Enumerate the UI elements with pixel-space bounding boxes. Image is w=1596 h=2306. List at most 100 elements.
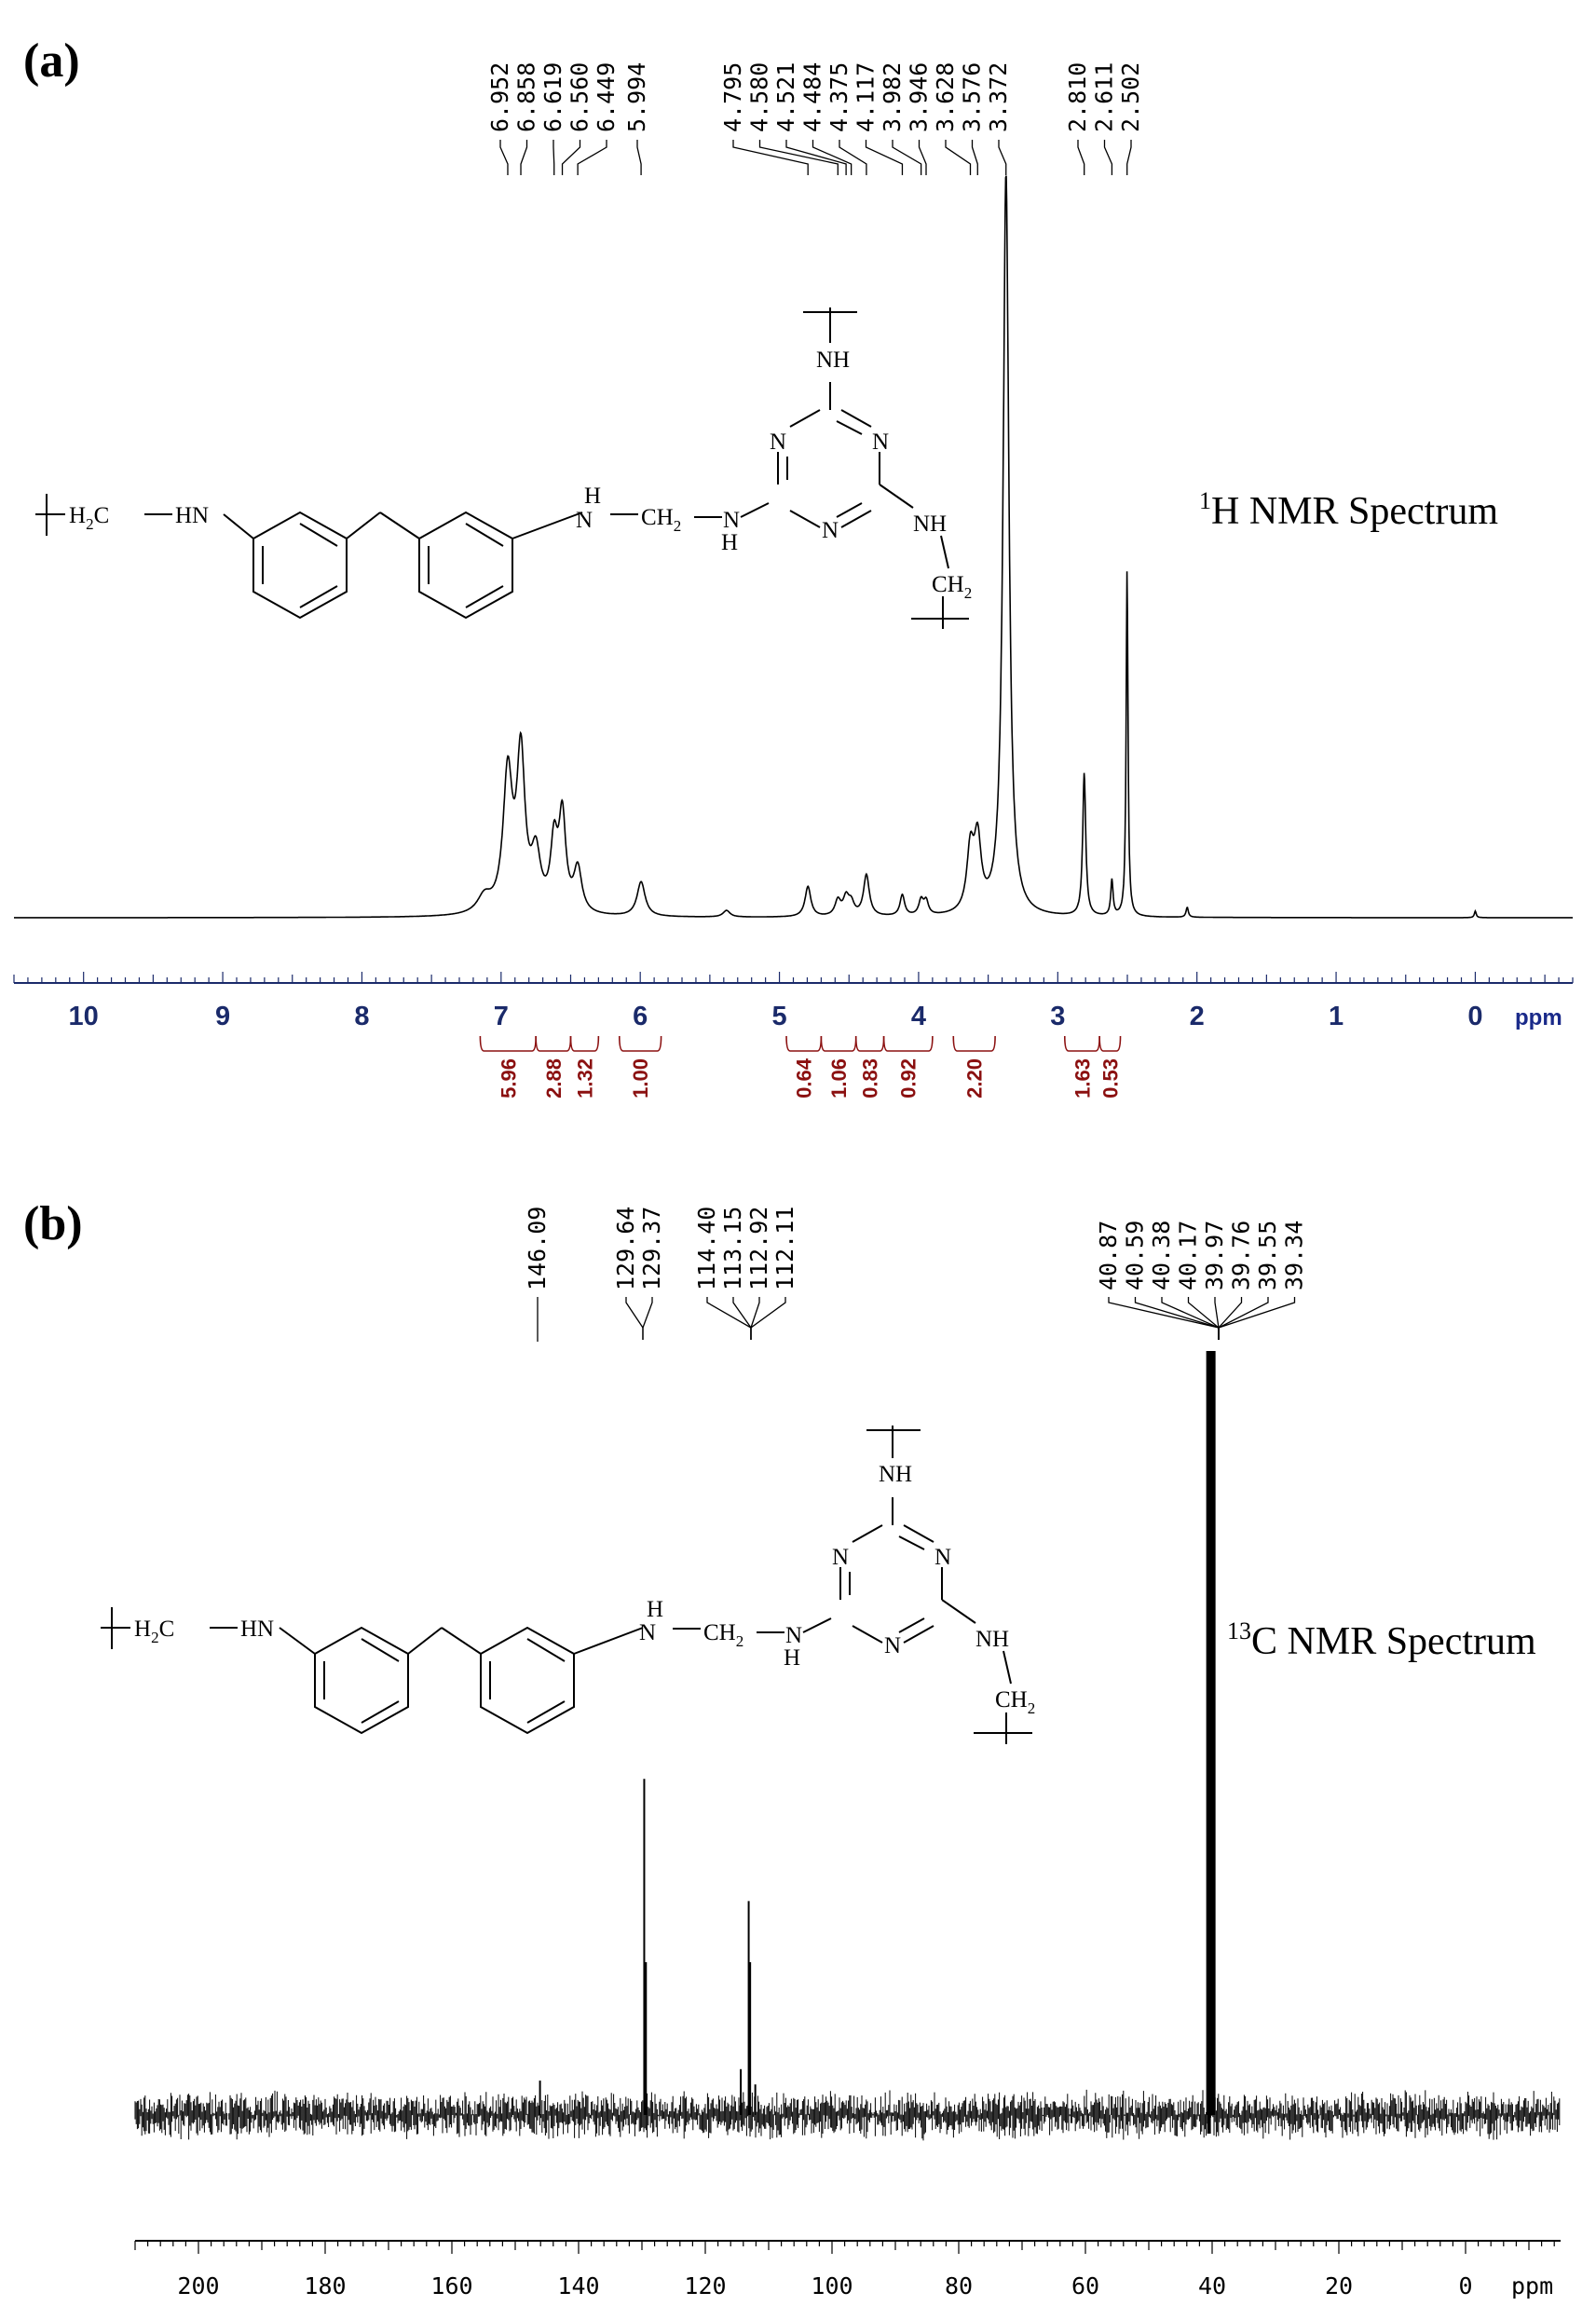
panel-b-spectrum-label: 13C NMR Spectrum [1227, 1617, 1536, 1663]
panel-a-tick-label: 1 [1329, 1002, 1344, 1031]
panel-b-peak-label: 39.76 [1228, 1221, 1255, 1290]
panel-a-peak-leader [945, 140, 972, 175]
panel-a-tick-label: 8 [354, 1002, 369, 1031]
panel-a-structure: H2C HN H N CH2 N H N N N NH NH CH2 [35, 307, 972, 629]
panel-a-tick-label: 0 [1467, 1002, 1482, 1031]
panel-a-peak-label: 3.372 [985, 62, 1012, 132]
panel-b-tick-label: 60 [1071, 2272, 1099, 2299]
panel-b-peak-leader [750, 1297, 760, 1340]
panel-a-tick-label: 4 [911, 1002, 926, 1031]
panel-a-peak-leader [577, 140, 607, 175]
panel-a-peak-leader [552, 140, 555, 175]
panel-b-tick-label: 160 [430, 2272, 472, 2299]
struct-a-nh-top: NH [816, 348, 850, 373]
struct-a-ch2-right: CH2 [932, 572, 972, 602]
panel-a-peak-leader [1103, 140, 1113, 175]
panel-a-peak-leader [520, 140, 528, 175]
struct-b-n2: N [934, 1545, 951, 1570]
struct-a-h-top: H [584, 484, 601, 509]
panel-a-tick-label: 2 [1190, 1002, 1205, 1031]
panel-b-peak-label: 39.34 [1281, 1221, 1308, 1290]
panel-b-peak-label: 114.40 [693, 1207, 720, 1290]
panel-a-integral-bracket [535, 1035, 572, 1052]
struct-a-hn-left: HN [175, 503, 209, 528]
panel-a-peak-leader [499, 140, 509, 175]
panel-a-peak-leader [839, 140, 867, 175]
panel-a-integral-bracket [952, 1035, 996, 1052]
panel-a-integral-value: 1.00 [629, 1058, 652, 1098]
struct-a-n1: N [770, 430, 786, 455]
panel-b-tick-label: 120 [684, 2272, 726, 2299]
panel-a-peak-leader [1077, 140, 1085, 175]
panel-a-integral-bracket [785, 1035, 823, 1052]
panel-b-peak-label: 39.97 [1201, 1221, 1228, 1290]
panel-a-peak-leader [971, 140, 978, 175]
panel-a-peak-label: 6.449 [593, 62, 620, 132]
panel-a-tick-label: 10 [69, 1002, 99, 1031]
panel-a-tick-label: 3 [1050, 1002, 1065, 1031]
panel-a-peak-label: 3.628 [932, 62, 959, 132]
struct-a-n-link: N [723, 508, 740, 533]
panel-a-peak-label: 5.994 [623, 62, 650, 132]
panel-b-tick-label: 200 [177, 2272, 219, 2299]
panel-b-peak-label: 129.64 [612, 1207, 639, 1290]
panel-b-peak-label: 40.87 [1095, 1221, 1122, 1290]
panel-b-peak-leader [642, 1297, 653, 1340]
panel-a-integral-value: 1.32 [573, 1058, 596, 1098]
panel-a-integral-bracket [569, 1035, 600, 1052]
struct-a-h-link: H [721, 530, 738, 555]
struct-a-nh-right: NH [913, 512, 947, 537]
panel-b-spectrum [134, 1351, 1561, 2141]
panel-a-tick-label: 5 [771, 1002, 786, 1031]
panel-a-tick-label: 7 [494, 1002, 509, 1031]
panel-b-tick-label: 80 [945, 2272, 973, 2299]
panel-a-peak-label: 4.795 [719, 62, 746, 132]
struct-b-n-link: N [785, 1623, 802, 1648]
struct-b-n-mid: N [639, 1620, 656, 1645]
panel-a-peak-label: 4.580 [746, 62, 773, 132]
panel-b-peak-leader [1218, 1297, 1296, 1340]
panel-b-tick-label: 180 [304, 2272, 346, 2299]
panel-a-spectrum-label: 1H NMR Spectrum [1199, 487, 1498, 533]
struct-b-nh-right: NH [975, 1627, 1009, 1652]
panel-a-integral-value: 2.20 [963, 1058, 987, 1098]
panel-a-integral-bracket [882, 1035, 934, 1052]
panel-a-peak-leader [732, 140, 809, 175]
panel-a-peak-leader [918, 140, 927, 175]
struct-b-h2c: H2C [134, 1617, 174, 1646]
panel-b-peak-leader [625, 1297, 644, 1340]
panel-a-integral-bracket [854, 1035, 885, 1052]
panel-a-peak-label: 3.982 [879, 62, 906, 132]
panel-a-ppm-unit: ppm [1515, 1005, 1562, 1030]
panel-a-peak-label: 4.484 [799, 62, 826, 132]
panel-b-peak-label: 40.17 [1175, 1221, 1202, 1290]
panel-a-integral-value: 0.64 [793, 1057, 816, 1098]
panel-a-peak-label: 3.576 [959, 62, 986, 132]
struct-b-h-link: H [784, 1645, 800, 1671]
panel-a-integral-bracket [1063, 1035, 1100, 1052]
panel-a-peak-leader [636, 140, 642, 175]
panel-a-peak-label: 4.521 [772, 62, 799, 132]
panel-b-peak-label: 146.09 [524, 1207, 551, 1290]
panel-b-peak-label: 113.15 [719, 1207, 746, 1290]
panel-a-peak-label: 6.952 [486, 62, 513, 132]
struct-b-ch2-right: CH2 [995, 1687, 1035, 1717]
panel-a-integral-value: 1.06 [827, 1058, 851, 1098]
panel-a-peak-label: 6.619 [539, 62, 566, 132]
struct-b-n1: N [832, 1545, 849, 1570]
struct-a-ch2: CH2 [641, 505, 681, 535]
panel-a-integral-bracket [618, 1035, 662, 1052]
panel-a-peak-leader [865, 140, 904, 175]
panel-b-peak-leader [1187, 1297, 1220, 1340]
panel-a-integral-value: 5.96 [497, 1058, 520, 1098]
panel-a-spectrum-line [14, 175, 1573, 919]
panel-a-peak-label: 2.611 [1091, 62, 1118, 132]
struct-b-n3: N [884, 1633, 901, 1658]
panel-b-tick-label: 140 [557, 2272, 599, 2299]
panel-b-peak-label: 40.38 [1148, 1221, 1175, 1290]
panel-b-peak-label: 112.11 [771, 1207, 798, 1290]
